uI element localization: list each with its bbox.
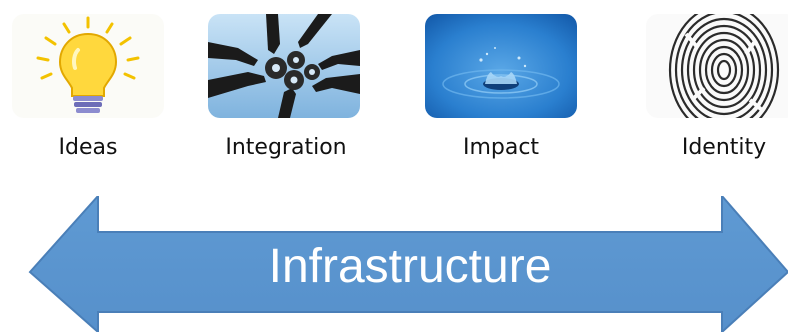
water-drop-icon (425, 14, 577, 118)
infrastructure-label: Infrastructure (268, 240, 552, 293)
fingerprint-icon (646, 14, 788, 118)
integration-tile (208, 14, 360, 118)
identity-tile (646, 14, 788, 118)
integration-label: Integration (225, 135, 347, 160)
lightbulb-icon (12, 14, 164, 118)
infrastructure-arrow (28, 196, 788, 332)
ideas-tile (12, 14, 164, 118)
impact-label: Impact (462, 135, 540, 160)
impact-tile (425, 14, 577, 118)
identity-label: Identity (681, 135, 767, 160)
gears-hands-icon (208, 14, 360, 118)
ideas-label: Ideas (58, 135, 118, 160)
